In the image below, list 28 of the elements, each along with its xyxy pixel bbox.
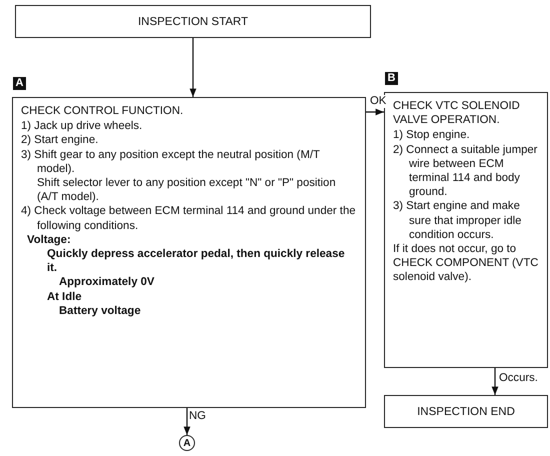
- instruction-text: Shift selector lever to any position except "N" or "P" position (A/T model).: [36, 176, 337, 204]
- instruction-text: Battery voltage: [58, 304, 142, 318]
- arrow: [184, 408, 190, 435]
- terminal-box: INSPECTION START: [15, 5, 371, 38]
- step-heading: CHECK VTC SOLENOID VALVE OPERATION.: [393, 99, 521, 128]
- step-box: [12, 97, 366, 408]
- instruction-text: 1) Jack up drive wheels.: [21, 119, 144, 134]
- step-box: [384, 92, 548, 368]
- step-marker: B: [385, 72, 398, 85]
- step-heading: CHECK CONTROL FUNCTION.: [21, 104, 184, 118]
- connector-circle: A: [179, 435, 195, 451]
- edge-label: OK: [369, 95, 388, 108]
- instruction-text: At Idle: [46, 290, 83, 304]
- instruction-text: 3) Shift gear to any position except the neutral position (M/T model).: [21, 148, 321, 176]
- instruction-text: Voltage:: [26, 232, 72, 248]
- instruction-text: Quickly depress accelerator pedal, then quickly release it.: [46, 247, 346, 276]
- instruction-text: 3) Start engine and make sure that improper idle condition occurs.: [393, 199, 522, 242]
- terminal-box: INSPECTION END: [384, 395, 548, 428]
- instruction-text: 4) Check voltage between ECM terminal 114 and ground under the following conditions.: [21, 204, 357, 233]
- arrow: [492, 368, 498, 395]
- instruction-text: 2) Start engine.: [21, 133, 100, 148]
- step-marker: A: [13, 77, 26, 90]
- instruction-text: If it does not occur, go to CHECK COMPONENT (VTC solenoid valve).: [393, 242, 539, 285]
- instruction-text: 2) Connect a suitable jumper wire between ECM terminal 114 and body ground.: [393, 142, 538, 200]
- instruction-text: 1) Stop engine.: [393, 128, 471, 143]
- arrow: [190, 38, 196, 97]
- instruction-text: Approximately 0V: [58, 275, 156, 290]
- arrow: [366, 108, 384, 116]
